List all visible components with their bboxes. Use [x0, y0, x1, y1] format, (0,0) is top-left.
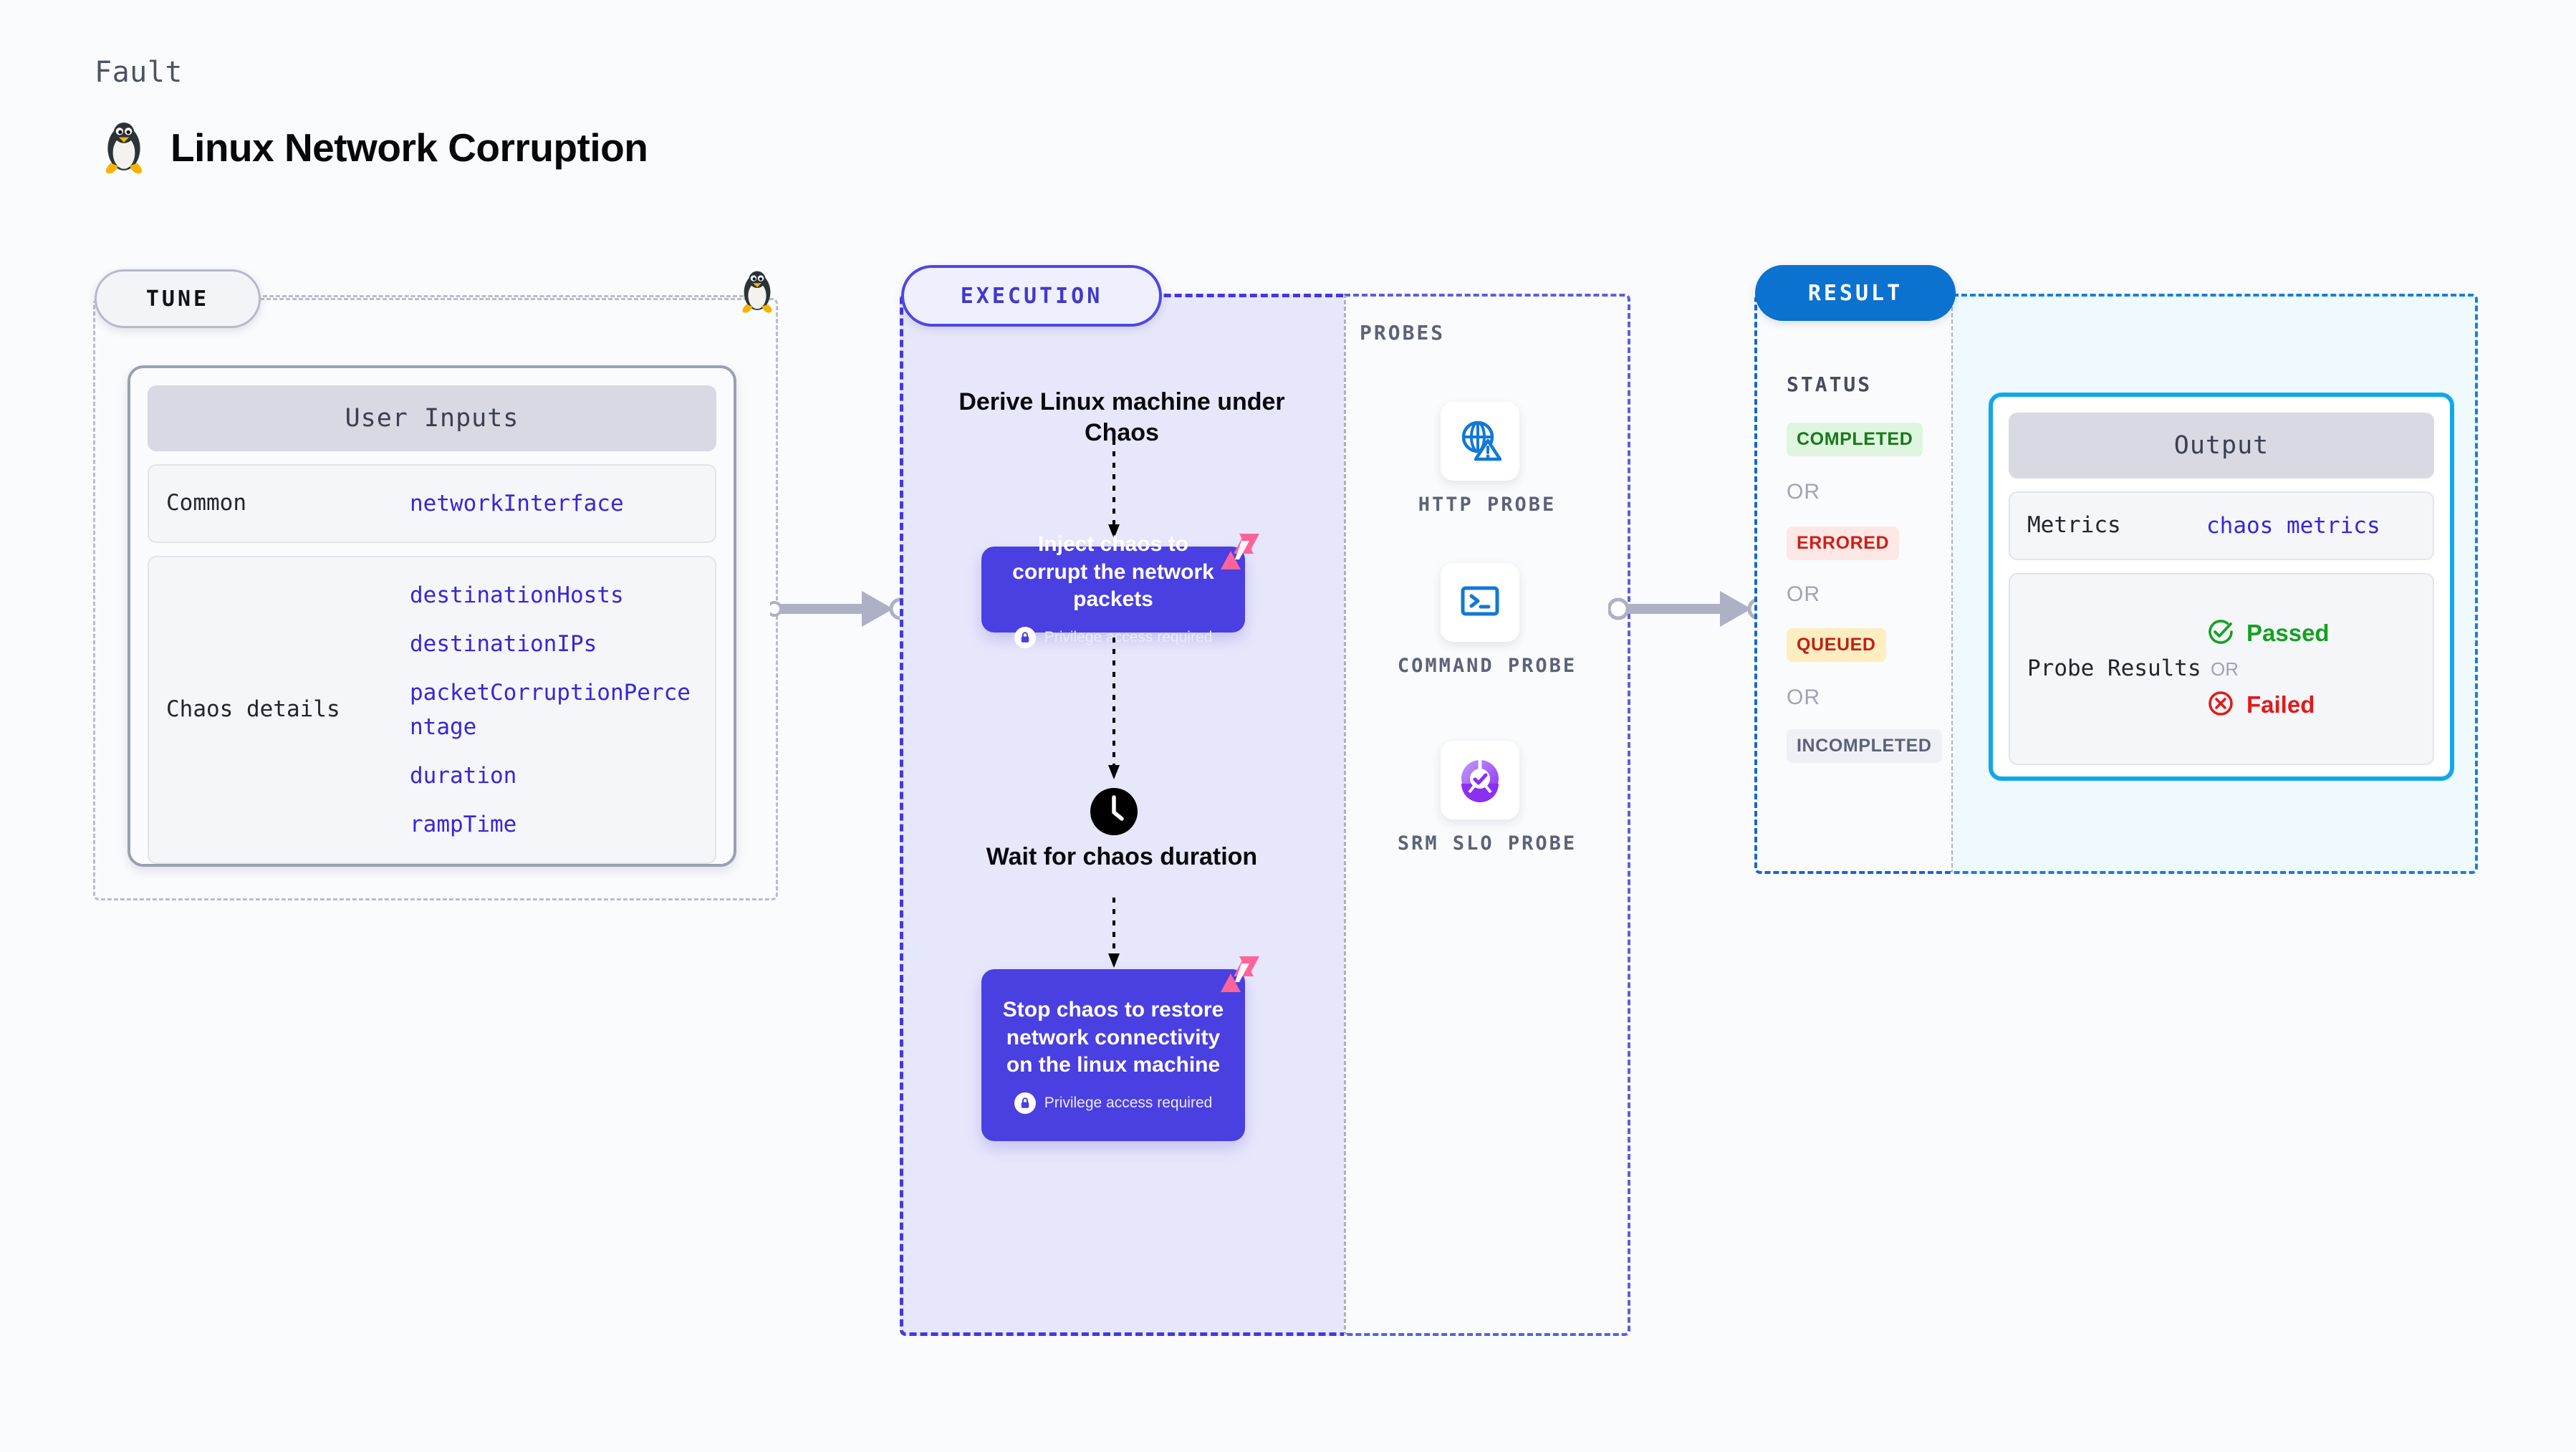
status-badge-queued: QUEUED [1787, 628, 1886, 662]
probe-result-failed: Failed [2206, 689, 2330, 721]
tune-value: destinationIPs [410, 630, 597, 657]
probe-result-passed-text: Passed [2246, 620, 2330, 646]
lock-icon [1014, 1092, 1036, 1114]
probe-result-or-label: OR [2211, 658, 2239, 680]
user-inputs-card-header: User Inputs [148, 385, 716, 451]
execution-action-title: Stop chaos to restore network connectivi… [1002, 998, 1224, 1077]
result-panel [1754, 294, 1953, 874]
execution-action-note: Privilege access required [1014, 1092, 1213, 1114]
output-card-header: Output [2009, 413, 2434, 479]
dotted-arrow-down [1108, 440, 1120, 539]
tune-value: duration [410, 763, 517, 789]
harness-logo-icon [1221, 956, 1259, 992]
tune-value: rampTime [410, 812, 517, 838]
connector-arrow-tune-execution [770, 591, 912, 627]
check-circle-icon [2206, 617, 2235, 650]
tune-stage-pill[interactable]: TUNE [95, 269, 261, 328]
execution-stage-pill[interactable]: EXECUTION [901, 265, 1162, 327]
probe-label-command-text: COMMAND PROBE [1397, 655, 1577, 677]
x-circle-icon [2206, 689, 2235, 721]
probe-card-srm-slo[interactable] [1441, 741, 1519, 819]
probe-label-command: COMMAND PROBE [1380, 653, 1595, 679]
status-section-label: STATUS [1787, 372, 1873, 396]
tune-row-common: Common networkInterface [148, 464, 716, 543]
dotted-arrow-down [1108, 898, 1120, 968]
fault-title-row: Linux Network Corruption [100, 120, 648, 175]
probe-results-values: Passed OR Failed [2206, 617, 2330, 721]
user-inputs-card: User Inputs Common networkInterface Chao… [128, 365, 736, 867]
execution-action-note: Privilege access required [1014, 626, 1213, 648]
tune-value: packetCorruptionPercentage [410, 679, 691, 740]
status-or-label: OR [1787, 582, 1820, 606]
output-row-metrics: Metrics chaos metrics [2009, 491, 2434, 560]
tune-row-chaos-values: destinationHosts destinationIPs packetCo… [410, 578, 698, 842]
slo-donut-check-icon [1456, 755, 1504, 806]
output-card: Output Metrics chaos metrics Probe Resul… [1989, 393, 2454, 781]
tune-dashed-leader [256, 295, 744, 297]
connector-arrow-probes-result [1608, 591, 1770, 627]
status-badge-errored: ERRORED [1787, 527, 1900, 560]
status-or-label: OR [1787, 686, 1820, 709]
tune-row-chaos-label: Chaos details [166, 696, 340, 723]
status-or-label: OR [1787, 480, 1820, 504]
result-stage-pill[interactable]: RESULT [1755, 265, 1956, 321]
harness-logo-icon [1221, 534, 1259, 569]
dotted-arrow-down [1108, 638, 1120, 779]
execution-action-box[interactable]: Stop chaos to restore network connectivi… [981, 956, 1259, 1141]
tune-panel [93, 298, 778, 900]
output-row-probe-results: Probe Results Passed OR [2009, 573, 2434, 765]
output-row-metrics-label: Metrics [2027, 512, 2121, 539]
execution-step-title: Derive Linux machine under Chaos [958, 388, 1285, 446]
tune-row-common-label: Common [166, 490, 246, 516]
execution-action-note-text: Privilege access required [1044, 1094, 1213, 1111]
execution-step-title: Wait for chaos duration [986, 843, 1258, 870]
probes-section-label: PROBES [1360, 321, 1446, 345]
fault-kicker-label: Fault [95, 56, 183, 89]
probe-label-srm-slo: SRM SLO PROBE [1380, 831, 1595, 857]
probe-result-failed-text: Failed [2246, 691, 2315, 718]
lock-icon [1014, 626, 1036, 648]
probe-result-passed: Passed [2206, 617, 2330, 650]
tune-row-common-values: networkInterface [410, 486, 624, 521]
tune-value: destinationHosts [410, 582, 624, 608]
globe-warning-icon [1456, 416, 1504, 467]
execution-action-note-text: Privilege access required [1044, 628, 1213, 645]
page-title: Linux Network Corruption [170, 125, 648, 170]
status-badge-completed: COMPLETED [1787, 423, 1923, 456]
tune-value: networkInterface [410, 490, 624, 516]
linux-penguin-icon [738, 269, 777, 314]
execution-action-box[interactable]: Inject chaos to corrupt the network pack… [981, 532, 1259, 648]
tune-row-chaos-details: Chaos details destinationHosts destinati… [148, 556, 716, 864]
linux-penguin-icon [100, 120, 148, 175]
probe-card-command[interactable] [1441, 563, 1519, 642]
output-row-probe-label: Probe Results [2027, 655, 2201, 682]
probe-label-http: HTTP PROBE [1418, 494, 1557, 516]
output-row-metrics-value: chaos metrics [2206, 512, 2380, 539]
probe-card-http[interactable] [1441, 402, 1519, 481]
terminal-icon [1457, 578, 1503, 628]
clock-icon [1090, 788, 1138, 835]
execution-action-title: Inject chaos to corrupt the network pack… [1012, 532, 1214, 612]
status-badge-incompleted: INCOMPLETED [1787, 729, 1942, 763]
probe-label-srm-slo-text: SRM SLO PROBE [1397, 832, 1577, 855]
